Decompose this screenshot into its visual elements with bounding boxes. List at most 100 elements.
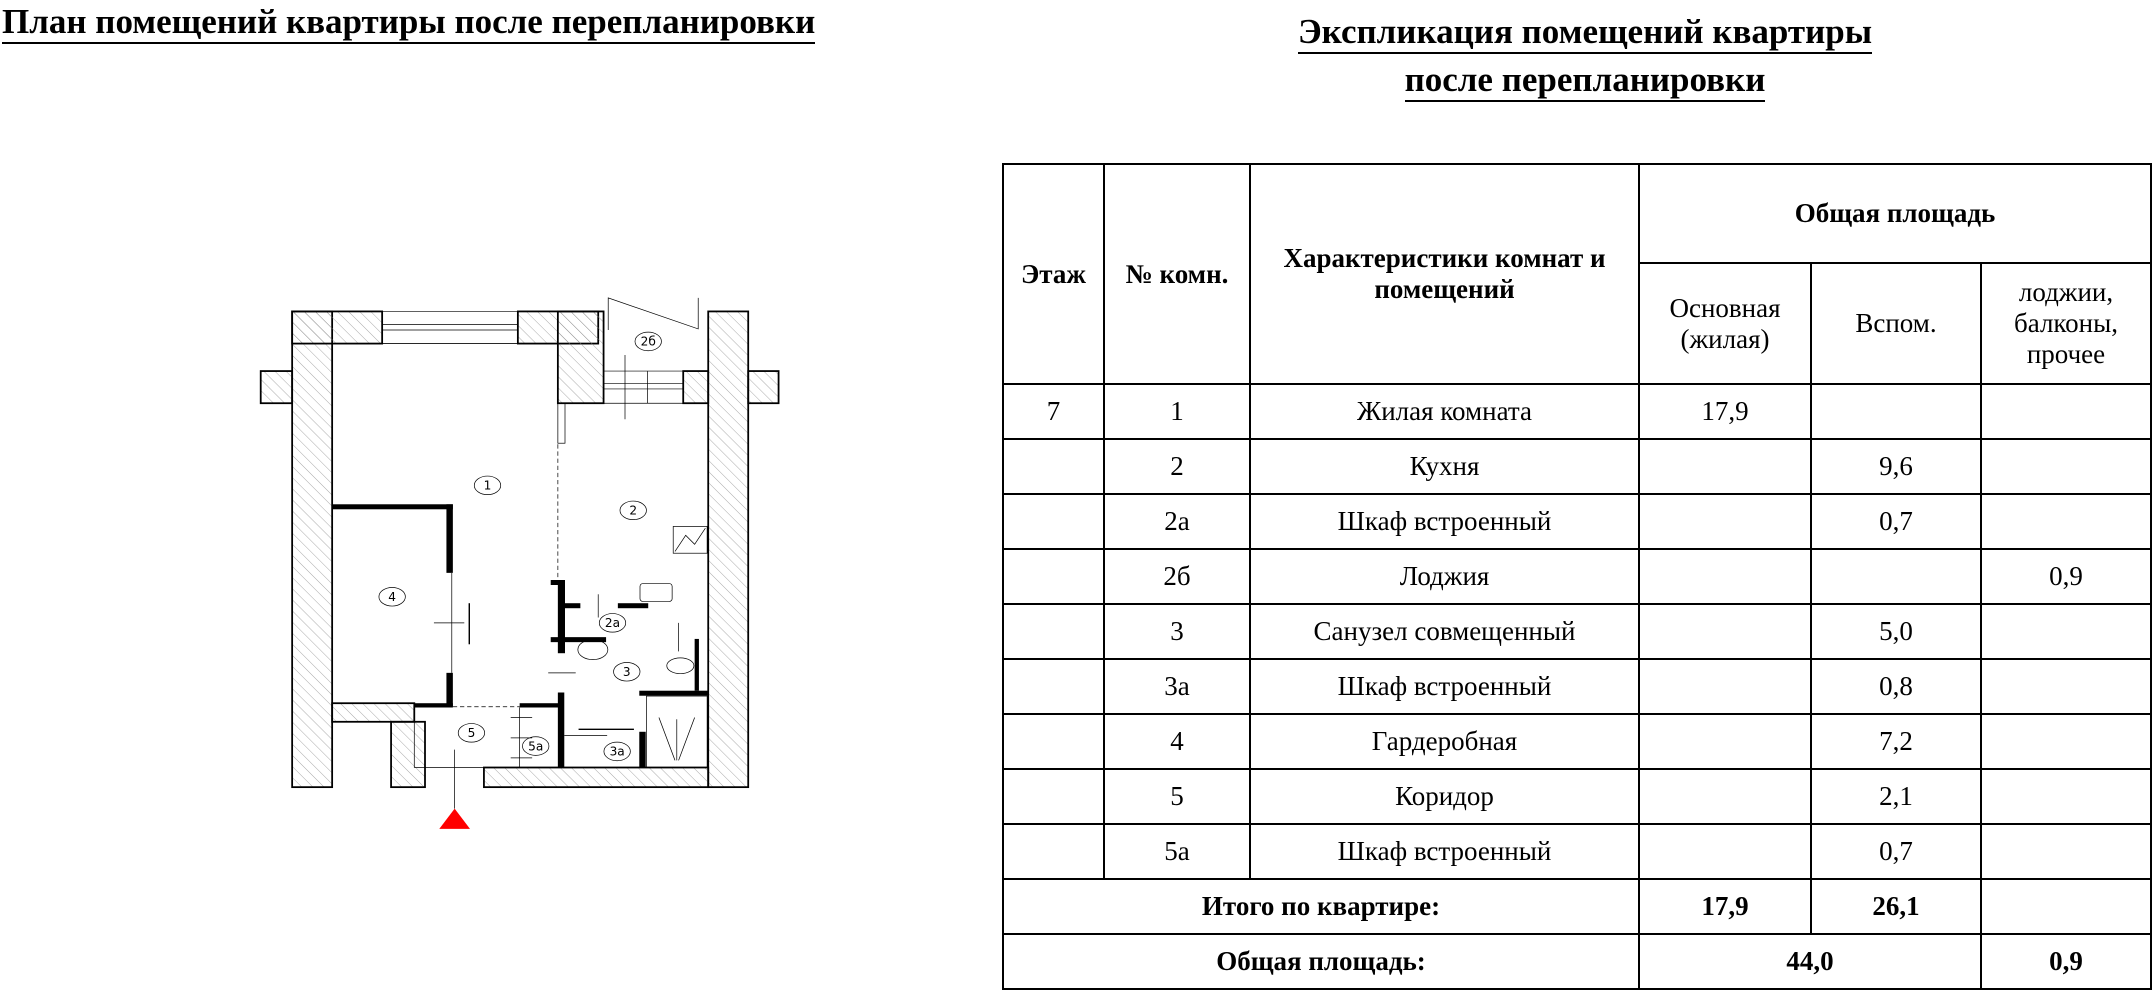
room-label-1: 1 <box>473 475 502 496</box>
cell-no: 1 <box>1103 383 1251 440</box>
svg-text:1: 1 <box>484 479 492 493</box>
cell-floor <box>1002 603 1105 660</box>
total-label: Общая площадь: <box>1002 933 1640 990</box>
header-main: Основная (жилая) <box>1638 262 1812 385</box>
cell-other <box>1980 438 2152 495</box>
interior-walls <box>332 504 709 768</box>
cell-other <box>1980 768 2152 825</box>
cell-name: Кухня <box>1249 438 1640 495</box>
cell-aux: 7,2 <box>1810 713 1982 770</box>
header-aux: Вспом. <box>1810 262 1982 385</box>
room-label-2b: 2б <box>634 331 662 352</box>
cell-floor <box>1002 438 1105 495</box>
cell-floor <box>1002 713 1105 770</box>
cell-main <box>1638 768 1812 825</box>
cell-floor: 7 <box>1002 383 1105 440</box>
cell-floor <box>1002 658 1105 715</box>
svg-text:3: 3 <box>623 665 631 679</box>
svg-text:2: 2 <box>629 504 637 518</box>
cell-no: 3а <box>1103 658 1251 715</box>
svg-text:5а: 5а <box>528 739 543 753</box>
cell-other: 0,9 <box>1980 548 2152 605</box>
cell-no: 4 <box>1103 713 1251 770</box>
total-row: Общая площадь: 44,0 0,9 <box>1002 933 2152 990</box>
cell-aux <box>1810 548 1982 605</box>
cell-aux <box>1810 383 1982 440</box>
subtotal-main: 17,9 <box>1638 878 1812 935</box>
cell-other <box>1980 493 2152 550</box>
header-room-no: № комн. <box>1103 163 1251 385</box>
svg-text:2а: 2а <box>605 616 620 630</box>
subtotal-label: Итого по квартире: <box>1002 878 1640 935</box>
room-label-5: 5 <box>457 723 485 743</box>
cell-main <box>1638 658 1812 715</box>
cell-name: Гардеробная <box>1249 713 1640 770</box>
cell-name: Шкаф встроенный <box>1249 493 1640 550</box>
cell-main <box>1638 438 1812 495</box>
cell-aux: 0,7 <box>1810 823 1982 880</box>
header-floor: Этаж <box>1002 163 1105 385</box>
cell-aux: 9,6 <box>1810 438 1982 495</box>
fixtures <box>332 343 708 768</box>
room-label-5a: 5а <box>522 736 550 756</box>
cell-floor <box>1002 493 1105 550</box>
svg-text:4: 4 <box>388 590 396 604</box>
cell-name: Жилая комната <box>1249 383 1640 440</box>
cell-no: 5а <box>1103 823 1251 880</box>
subtotal-aux: 26,1 <box>1810 878 1982 935</box>
cell-name: Шкаф встроенный <box>1249 658 1640 715</box>
cell-aux: 0,8 <box>1810 658 1982 715</box>
cell-no: 3 <box>1103 603 1251 660</box>
cell-other <box>1980 713 2152 770</box>
cell-name: Шкаф встроенный <box>1249 823 1640 880</box>
floor-plan: 1 2 2б 2а 3 3а 4 5 5а <box>259 297 780 829</box>
subtotal-row: Итого по квартире: 17,9 26,1 <box>1002 878 2152 935</box>
cell-main <box>1638 603 1812 660</box>
room-label-4: 4 <box>378 587 406 607</box>
total-area: 44,0 <box>1638 933 1982 990</box>
cell-other <box>1980 603 2152 660</box>
cell-main <box>1638 713 1812 770</box>
svg-text:2б: 2б <box>641 335 656 349</box>
cell-aux: 2,1 <box>1810 768 1982 825</box>
cell-main <box>1638 548 1812 605</box>
cell-main <box>1638 823 1812 880</box>
room-label-2: 2 <box>619 500 647 520</box>
subtotal-other <box>1980 878 2152 935</box>
header-characteristics: Характеристики комнат и помещений <box>1249 163 1640 385</box>
room-label-2a: 2а <box>598 613 627 633</box>
cell-name: Лоджия <box>1249 548 1640 605</box>
cell-floor <box>1002 548 1105 605</box>
cell-no: 2а <box>1103 493 1251 550</box>
header-other: лоджии, балконы, прочее <box>1980 262 2152 385</box>
cell-aux: 0,7 <box>1810 493 1982 550</box>
cell-other <box>1980 383 2152 440</box>
cell-name: Санузел совмещенный <box>1249 603 1640 660</box>
cell-no: 2 <box>1103 438 1251 495</box>
total-other: 0,9 <box>1980 933 2152 990</box>
cell-name: Коридор <box>1249 768 1640 825</box>
cell-floor <box>1002 768 1105 825</box>
cell-aux: 5,0 <box>1810 603 1982 660</box>
exterior-walls <box>259 310 780 789</box>
windows <box>382 297 708 554</box>
room-label-3a: 3а <box>603 741 631 762</box>
cell-no: 2б <box>1103 548 1251 605</box>
svg-text:3а: 3а <box>610 745 625 759</box>
entrance-marker-icon <box>439 808 470 829</box>
cell-main: 17,9 <box>1638 383 1812 440</box>
cell-no: 5 <box>1103 768 1251 825</box>
room-label-3: 3 <box>613 662 641 682</box>
cell-floor <box>1002 823 1105 880</box>
opening-lines <box>452 444 559 708</box>
